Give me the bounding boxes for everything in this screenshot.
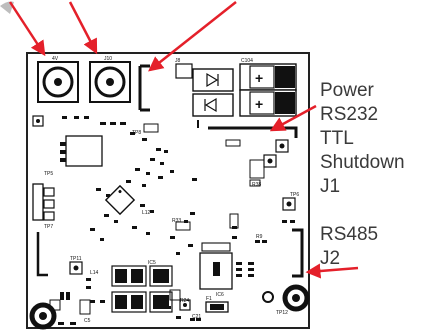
label-r-d: R24 [180,298,189,304]
label-r-c: R9 [256,234,263,240]
label-power: Power [320,80,374,101]
label-l-b: L14 [90,270,99,276]
label-tp-c: TP7 [44,224,53,230]
label-tp-b: TP6 [290,192,299,198]
callout-arrows [8,1,359,279]
coax-connector-left [37,61,79,103]
arrow-j2 [305,263,359,279]
ic-bottom [199,242,233,290]
label-ic-a: IC5 [148,260,156,266]
capacitor-block: + + C104 [239,58,297,117]
svg-text:+: + [255,96,263,112]
test-point [32,115,44,127]
arrow-j1 [269,104,317,132]
smd-components [58,116,295,325]
label-c-a: C21 [192,314,201,320]
label-fuse: F1 [206,296,212,302]
label-r-b: R38 [252,182,261,188]
left-edge-connector [32,183,55,277]
diode-pair [192,68,234,117]
ic-left [60,135,103,167]
header-top-label: J8 [175,58,181,64]
label-l-a: L12 [142,210,151,216]
arrow-coax-right [68,1,98,55]
test-point [179,299,191,311]
fuse [205,301,229,313]
label-j2: J2 [320,248,341,269]
label-rs232: RS232 [320,104,379,125]
label-tp-a: TP5 [44,171,53,177]
ic-central [104,184,136,216]
cap-top-label: C104 [241,58,253,64]
test-point [275,139,289,153]
silkscreen-labels: TP5 TP6 TP7 TP8 TP11 TP12 IC5 IC6 F1 R33… [44,130,299,324]
label-ttl: TTL [320,128,354,149]
label-tp-d: TP8 [132,130,141,136]
label-ic-b: IC6 [216,292,224,298]
test-point [69,261,83,275]
label-j1: J1 [320,176,341,197]
test-point [263,154,277,168]
label-rs485: RS485 [320,224,379,245]
coax-left-label: 4V [52,56,59,62]
label-tp-e: TP11 [70,256,82,262]
label-c-b: C5 [84,318,91,324]
outlined-parts [49,123,265,315]
arrow-header-top [148,1,237,72]
label-shutdown: Shutdown [320,152,405,173]
arrow-coax-left [8,1,46,57]
coax-right-label: J10 [104,56,112,62]
label-tp-f: TP12 [276,310,288,316]
test-point [282,197,296,211]
svg-text:+: + [255,70,263,86]
transformer-block [111,265,173,313]
coax-connector-right [89,61,131,103]
header-connector-j2 [292,228,304,278]
mounting-holes [29,284,310,330]
label-r-a: R33 [172,218,181,224]
header-connector-j1 [197,120,298,138]
